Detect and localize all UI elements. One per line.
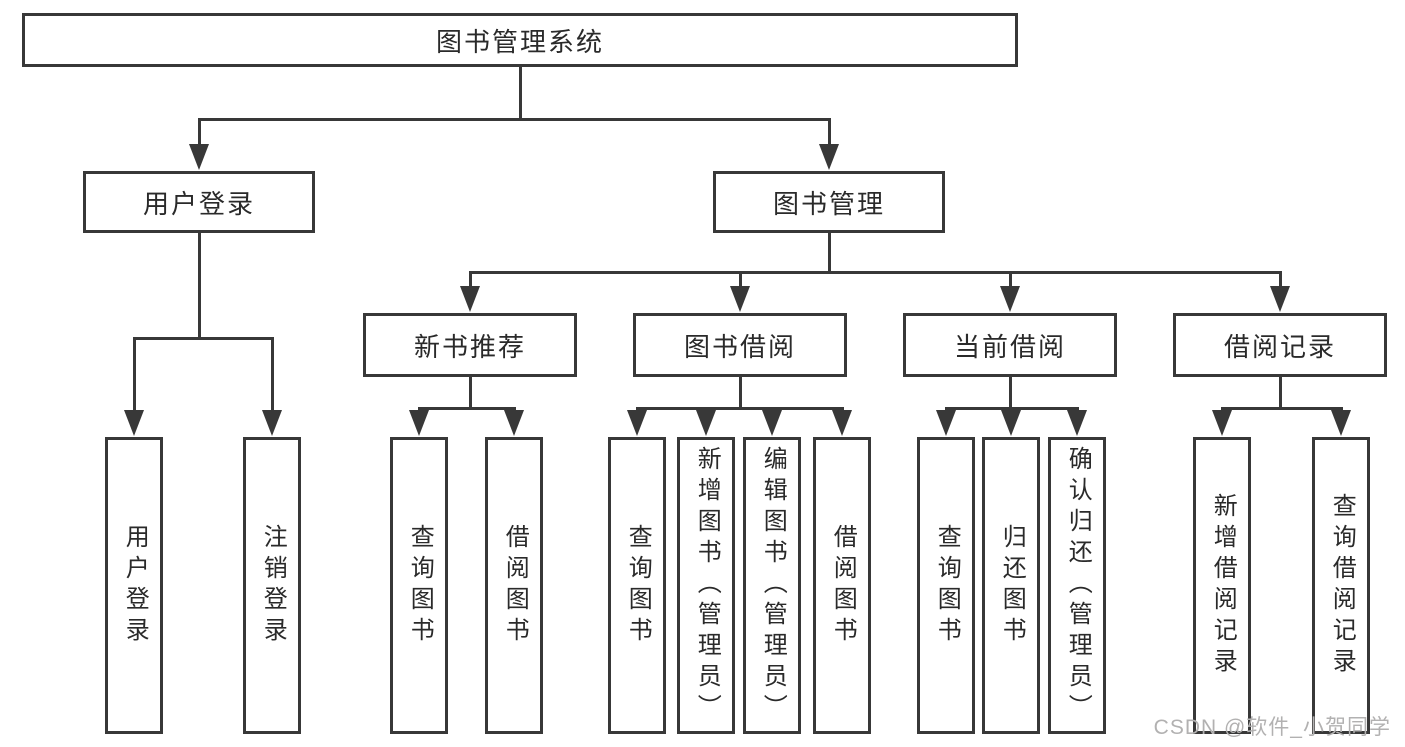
leaf-query-book-recommend: 查询图书 <box>390 437 448 734</box>
connector-arrow-shaft <box>271 337 274 413</box>
leaf-label: 注销登录 <box>259 523 287 648</box>
arrow-down-icon <box>696 410 716 436</box>
node-library-management-system: 图书管理系统 <box>22 13 1018 67</box>
node-label: 图书管理 <box>772 188 885 219</box>
connector-arrow-shaft <box>133 337 136 413</box>
leaf-label: 借阅图书 <box>501 523 529 648</box>
connector-arrow-shaft <box>828 118 831 147</box>
connector-current-borrow-stem <box>1009 377 1012 410</box>
leaf-logout: 注销登录 <box>243 437 301 734</box>
arrow-down-icon <box>460 286 480 312</box>
arrow-down-icon <box>762 410 782 436</box>
arrow-down-icon <box>1067 410 1087 436</box>
arrow-down-icon <box>1270 286 1290 312</box>
node-label: 当前借阅 <box>953 331 1066 362</box>
leaf-return-book: 归还图书 <box>982 437 1040 734</box>
leaf-label: 查询图书 <box>624 523 652 648</box>
connector-user-login-rail <box>133 337 273 340</box>
leaf-confirm-return-admin: 确认归还（管理员） <box>1048 437 1106 734</box>
watermark: CSDN @软件_小贺同学 <box>1153 716 1391 739</box>
leaf-borrow-book: 借阅图书 <box>813 437 871 734</box>
connector-arrow-shaft <box>1279 271 1282 289</box>
leaf-label: 查询图书 <box>933 523 961 648</box>
connector-book-borrow-rail <box>636 407 844 410</box>
leaf-query-book-current: 查询图书 <box>917 437 975 734</box>
arrow-down-icon <box>1000 286 1020 312</box>
connector-arrow-shaft <box>469 271 472 289</box>
node-label: 用户登录 <box>142 188 255 219</box>
connector-book-mgmt-stem <box>828 233 831 274</box>
arrow-down-icon <box>819 144 839 170</box>
node-book-borrowing: 图书借阅 <box>633 313 847 377</box>
arrow-down-icon <box>832 410 852 436</box>
leaf-borrow-book-recommend: 借阅图书 <box>485 437 543 734</box>
connector-records-stem <box>1279 377 1282 410</box>
leaf-query-book-borrowing: 查询图书 <box>608 437 666 734</box>
connector-new-book-rail <box>418 407 516 410</box>
node-new-book-recommend: 新书推荐 <box>363 313 577 377</box>
leaf-add-book-admin: 新增图书（管理员） <box>677 437 735 734</box>
leaf-edit-book-admin: 编辑图书（管理员） <box>743 437 801 734</box>
connector-current-borrow-rail <box>945 407 1079 410</box>
connector-arrow-shaft <box>198 118 201 147</box>
node-label: 借阅记录 <box>1223 331 1336 362</box>
node-label: 新书推荐 <box>413 331 526 362</box>
connector-arrow-shaft <box>739 271 742 289</box>
arrow-down-icon <box>627 410 647 436</box>
connector-book-mgmt-rail <box>469 271 1281 274</box>
leaf-query-borrow-record: 查询借阅记录 <box>1312 437 1370 734</box>
connector-user-login-stem <box>198 233 201 340</box>
connector-new-book-stem <box>469 377 472 410</box>
arrow-down-icon <box>262 410 282 436</box>
connector-arrow-shaft <box>1009 271 1012 289</box>
arrow-down-icon <box>504 410 524 436</box>
node-current-borrowing: 当前借阅 <box>903 313 1117 377</box>
leaf-label: 借阅图书 <box>829 523 857 648</box>
connector-records-rail <box>1221 407 1343 410</box>
arrow-down-icon <box>124 410 144 436</box>
arrow-down-icon <box>409 410 429 436</box>
node-borrowing-records: 借阅记录 <box>1173 313 1387 377</box>
arrow-down-icon <box>1212 410 1232 436</box>
leaf-label: 查询借阅记录 <box>1328 492 1356 679</box>
node-user-login: 用户登录 <box>83 171 315 233</box>
connector-root-stem <box>519 67 522 118</box>
leaf-label: 新增图书（管理员） <box>693 446 721 725</box>
leaf-label: 用户登录 <box>121 523 149 648</box>
connector-book-borrow-stem <box>739 377 742 410</box>
leaf-label: 查询图书 <box>406 523 434 648</box>
leaf-label: 新增借阅记录 <box>1209 492 1237 679</box>
arrow-down-icon <box>1001 410 1021 436</box>
node-label: 图书借阅 <box>683 331 796 362</box>
node-label: 图书管理系统 <box>435 26 604 57</box>
arrow-down-icon <box>936 410 956 436</box>
node-book-management: 图书管理 <box>713 171 945 233</box>
leaf-label: 确认归还（管理员） <box>1064 446 1092 725</box>
leaf-user-login: 用户登录 <box>105 437 163 734</box>
leaf-label: 归还图书 <box>998 523 1026 648</box>
arrow-down-icon <box>1331 410 1351 436</box>
arrow-down-icon <box>189 144 209 170</box>
arrow-down-icon <box>730 286 750 312</box>
leaf-label: 编辑图书（管理员） <box>759 446 787 725</box>
leaf-add-borrow-record: 新增借阅记录 <box>1193 437 1251 734</box>
connector-root-rail <box>199 118 831 121</box>
